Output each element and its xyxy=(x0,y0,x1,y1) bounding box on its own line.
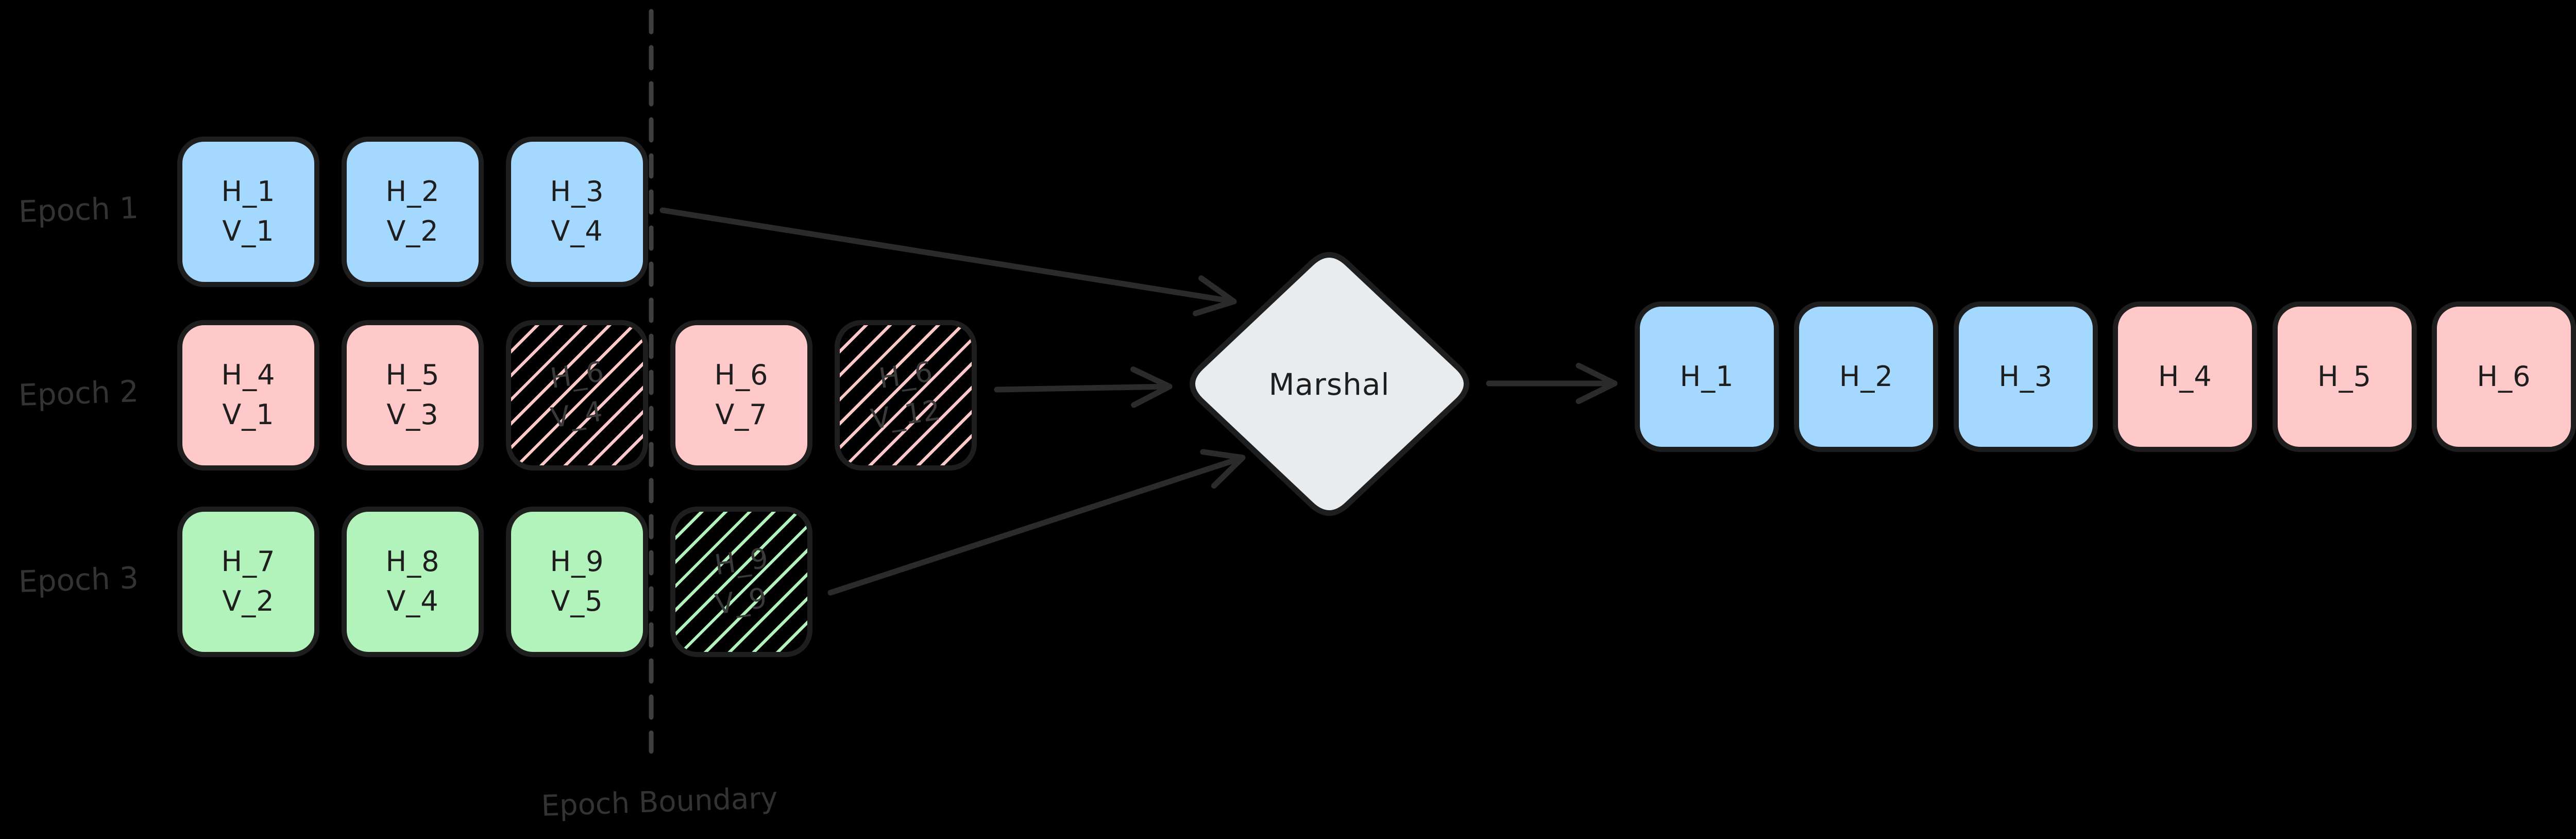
output-box-5: H_5 xyxy=(2272,301,2417,452)
flow-arrowhead-3 xyxy=(1575,380,1618,405)
task-box-h-label: H_6 xyxy=(876,355,935,395)
task-box-v-label: V_4 xyxy=(551,215,603,247)
task-box-v-label: V_2 xyxy=(222,585,275,617)
output-box-1: H_1 xyxy=(1635,301,1779,452)
task-box-v-label: V_1 xyxy=(222,398,275,431)
task-box-h-label: H_9 xyxy=(550,545,604,578)
task-box-v-label: V_5 xyxy=(551,585,603,617)
flow-arrowhead-1 xyxy=(1131,383,1173,408)
epoch-row-label-2: Epoch 2 xyxy=(18,373,140,413)
output-box-3: H_3 xyxy=(1953,301,2098,452)
flow-arrow-2 xyxy=(827,455,1246,596)
flow-arrowhead-1 xyxy=(1130,366,1173,390)
flow-arrowhead-2 xyxy=(1200,449,1246,461)
task-box-v-label: V_3 xyxy=(386,398,439,431)
output-box-label: H_6 xyxy=(2477,360,2531,393)
flow-arrowhead-0 xyxy=(1198,275,1237,305)
task-box-v-label: V_2 xyxy=(386,215,439,247)
output-box-2: H_2 xyxy=(1794,301,1939,452)
epoch-row-label-3: Epoch 3 xyxy=(18,560,140,600)
output-box-label: H_4 xyxy=(2158,360,2212,393)
task-box-v-label: V_7 xyxy=(715,398,768,431)
output-box-label: H_2 xyxy=(1839,360,1893,393)
task-box-v-label: V_12 xyxy=(868,393,943,436)
epoch-row-label-1: Epoch 1 xyxy=(18,190,140,230)
output-box-label: H_3 xyxy=(1998,360,2053,393)
task-box-h-label: H_1 xyxy=(221,175,276,208)
flow-arrowhead-3 xyxy=(1575,362,1618,387)
output-box-4: H_4 xyxy=(2113,301,2258,452)
marshal-diamond xyxy=(1189,251,1469,516)
output-box-label: H_1 xyxy=(1680,360,1734,393)
flow-arrowhead-2 xyxy=(1211,455,1246,489)
task-box-v-label: V_4 xyxy=(386,585,439,617)
output-box-6: H_6 xyxy=(2432,301,2576,452)
task-box-h-label: H_8 xyxy=(385,545,440,578)
task-box-v-label: V_4 xyxy=(549,395,605,434)
task-box-h-label: H_4 xyxy=(221,359,276,392)
task-box-h-label: H_9 xyxy=(712,542,771,582)
marshal-node-label: Marshal xyxy=(1268,367,1390,402)
task-box-h-label: H_6 xyxy=(548,355,606,395)
task-box-v-label: V_9 xyxy=(713,581,770,621)
flow-arrow-0 xyxy=(659,207,1237,305)
output-box-label: H_5 xyxy=(2317,360,2372,393)
task-box-h-label: H_3 xyxy=(550,175,604,208)
task-box-h-label: H_7 xyxy=(221,545,276,578)
task-box-h-label: H_5 xyxy=(385,359,440,392)
flow-arrow-1 xyxy=(994,383,1173,393)
task-box-h-label: H_2 xyxy=(385,175,440,208)
task-box-v-label: V_1 xyxy=(222,215,275,247)
flow-arrowhead-0 xyxy=(1193,298,1237,316)
task-box-h-label: H_6 xyxy=(714,359,769,392)
